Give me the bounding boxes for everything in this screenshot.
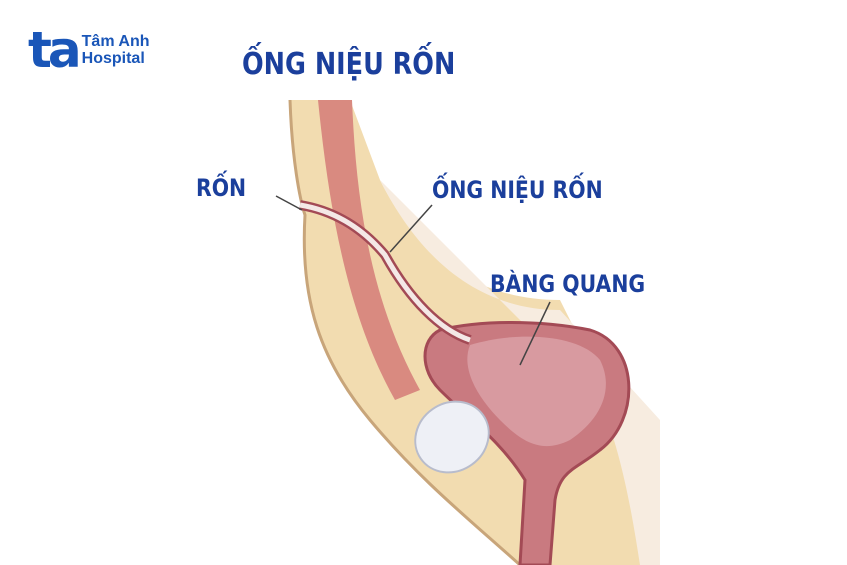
navel-leader: [275, 195, 303, 211]
rectus-muscle: [318, 100, 420, 400]
skin-line: [288, 99, 522, 565]
tam-anh-logo: ta Tâm Anh Hospital: [28, 21, 150, 79]
logo-line2: Hospital: [81, 50, 145, 67]
pubic-bone: [414, 400, 490, 474]
page-title: ỐNG NIỆU RỐN: [242, 47, 456, 82]
logo-mark: ta: [28, 21, 82, 79]
urachus-leader: [389, 204, 433, 253]
logo-line1: Tâm Anh: [81, 33, 150, 50]
label-bladder: BÀNG QUANG: [490, 270, 646, 298]
label-navel: RỐN: [196, 174, 247, 202]
bladder-leader: [519, 301, 551, 366]
label-urachus: ỐNG NIỆU RỐN: [432, 176, 603, 204]
